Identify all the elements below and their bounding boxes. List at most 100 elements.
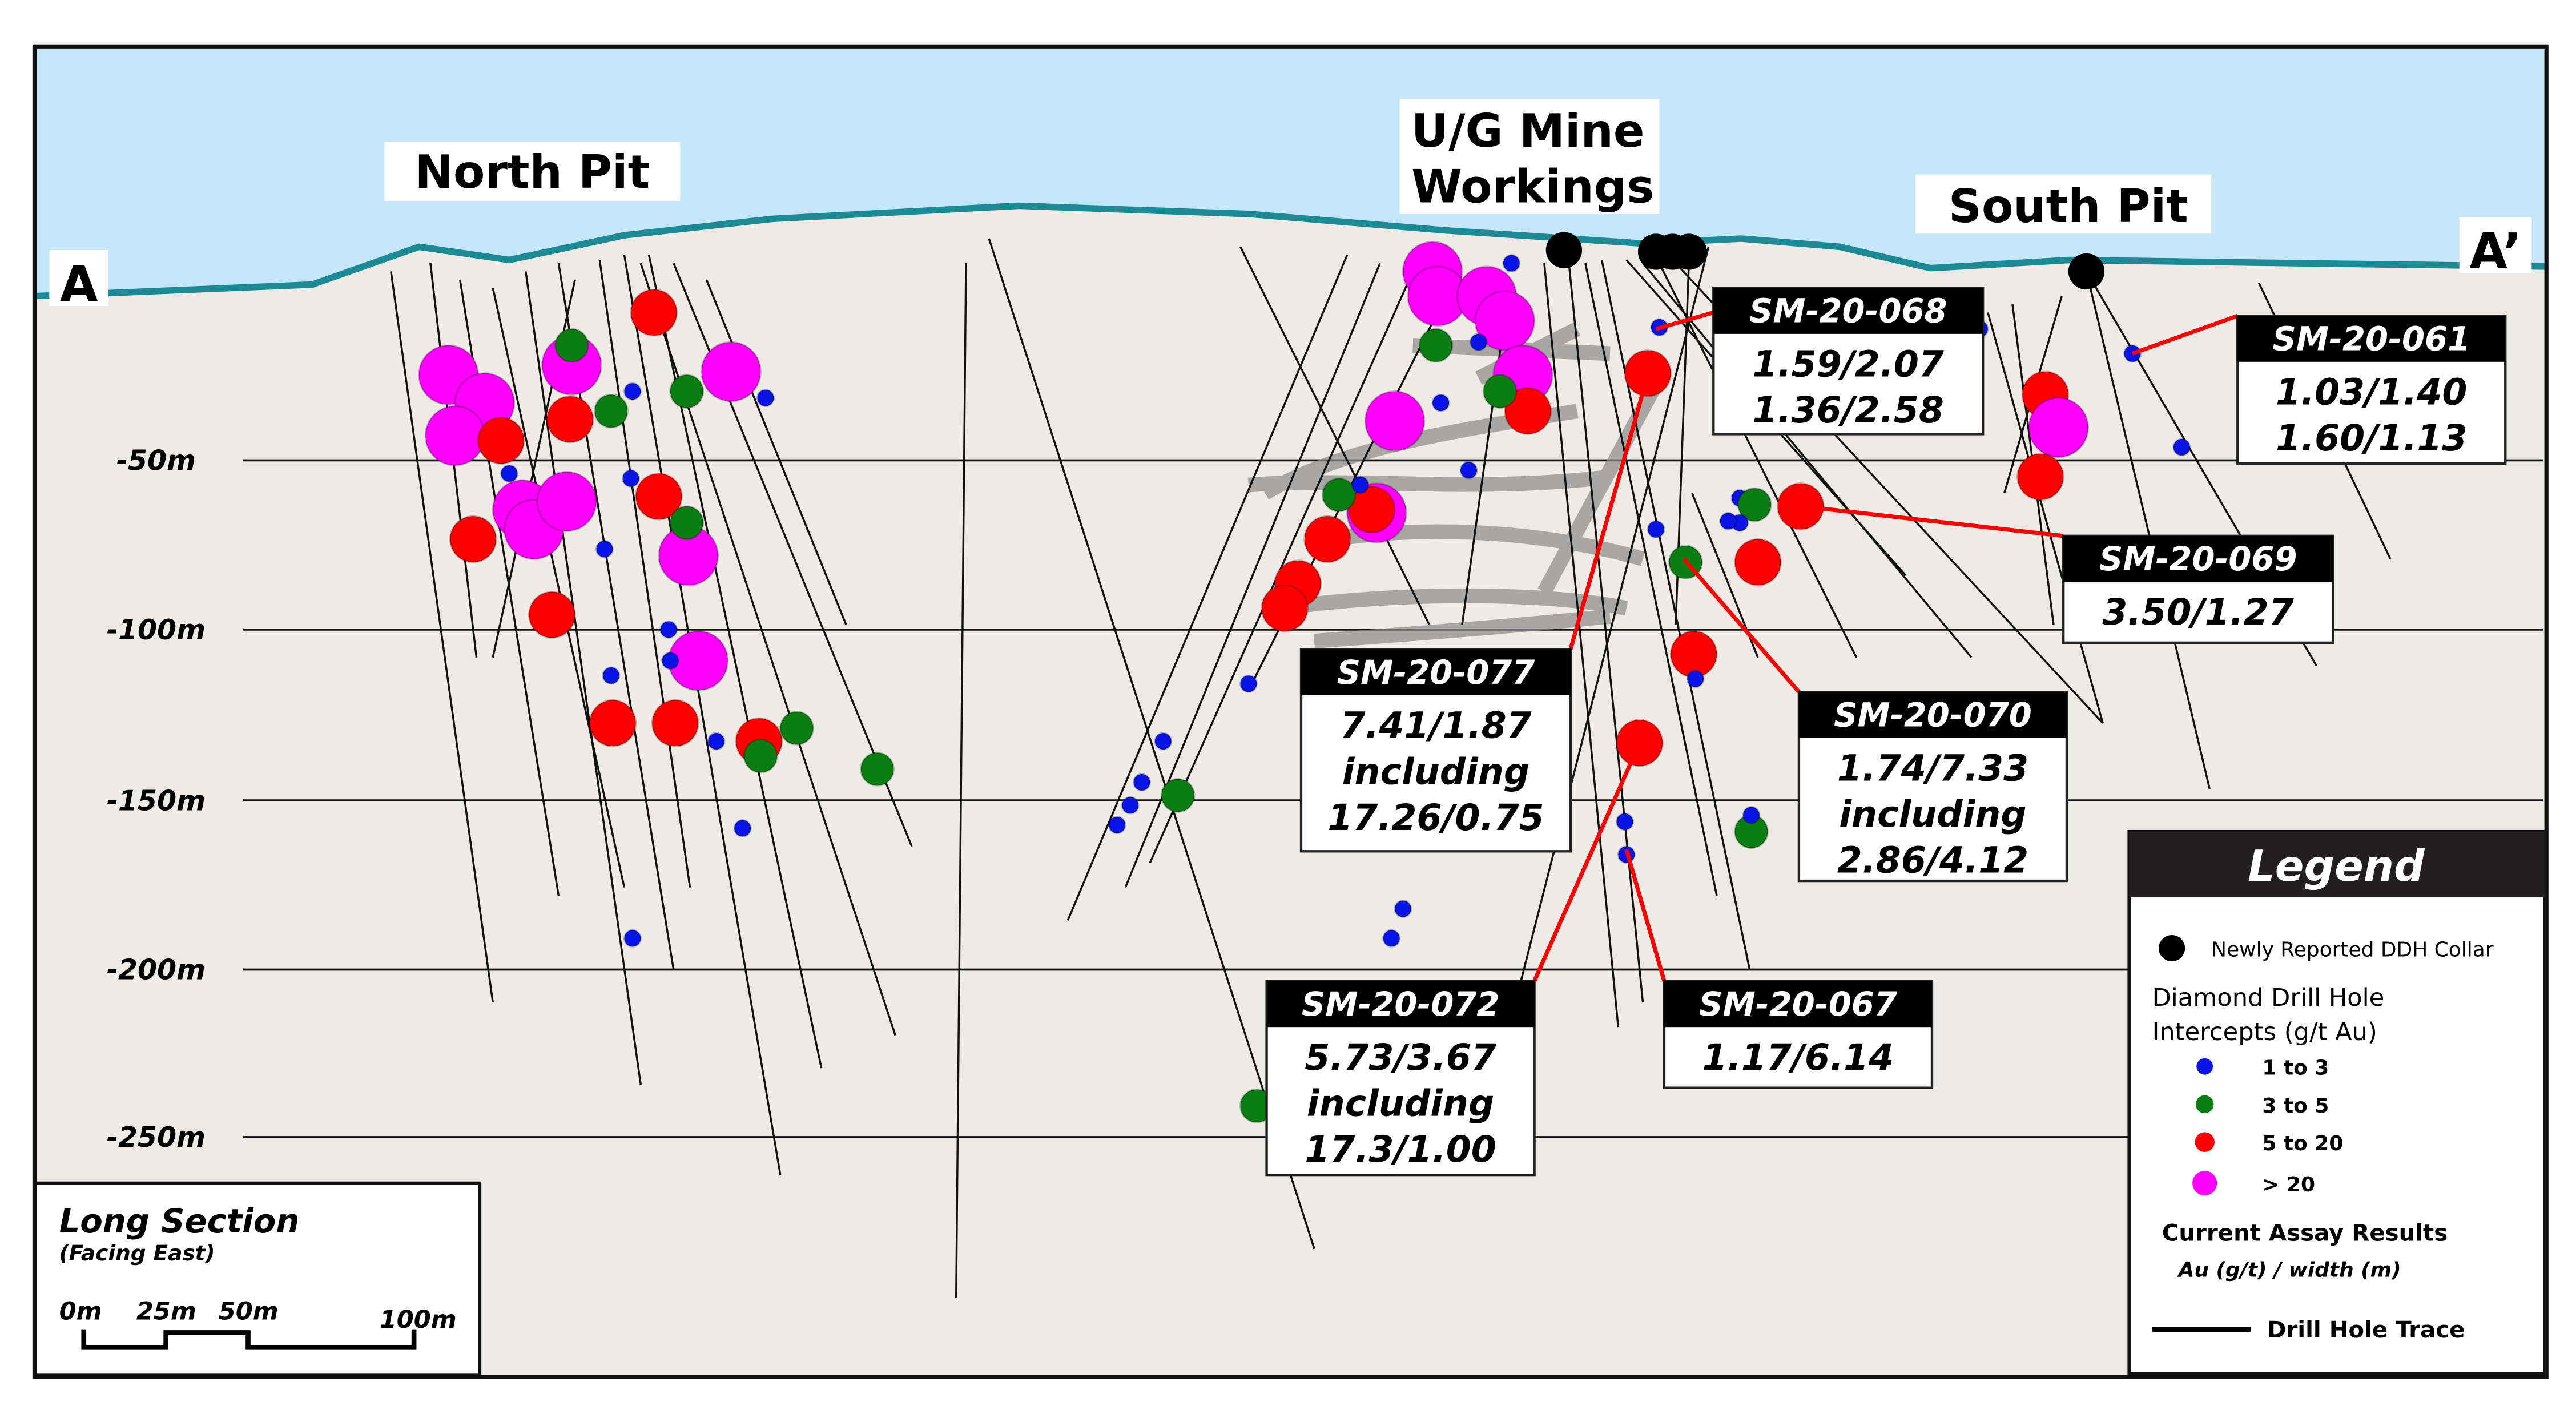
intercept-1-3 — [623, 929, 642, 948]
callout-value: including — [1839, 793, 2026, 835]
callouts: SM-20-0681.59/2.071.36/2.58SM-20-0611.03… — [1265, 287, 2507, 1177]
grade-1-3-icon — [2196, 1058, 2213, 1075]
legend-intercepts-line2: Intercepts (g/t Au) — [2152, 1018, 2377, 1046]
intercept-5-20 — [1734, 538, 1782, 586]
intercept-3-5 — [1482, 374, 1518, 409]
callout-hole-id: SM-20-072 — [1302, 985, 1500, 1024]
intercept-1-3 — [1686, 670, 1705, 688]
intercept-1-3 — [500, 464, 518, 483]
grade-5-20-icon — [2195, 1132, 2215, 1152]
north-pit-label: North Pit — [384, 142, 681, 201]
grade-gt20-icon — [2192, 1170, 2217, 1196]
intercept-1-3 — [707, 732, 726, 751]
intercept-5-20 — [651, 699, 699, 747]
intercept-5-20 — [477, 417, 525, 465]
section-end-label: A’ — [2469, 223, 2522, 280]
drill-hole-trace — [1584, 263, 1718, 896]
collar-marker — [1671, 233, 1707, 270]
intercept-1-3 — [1647, 520, 1665, 539]
drill-hole-trace — [390, 271, 494, 1003]
scale-label-0: 0m — [59, 1297, 102, 1326]
intercept-gt20 — [536, 471, 597, 532]
callout-value: including — [1342, 750, 1530, 792]
scale-label-50: 50m — [219, 1297, 279, 1326]
callout-hole-id: SM-20-067 — [1699, 985, 1897, 1024]
callout-value: 1.59/2.07 — [1753, 343, 1944, 385]
intercept-5-20 — [1624, 349, 1672, 397]
grade-3-5-icon — [2195, 1095, 2214, 1114]
legend-assay-title: Current Assay Results — [2162, 1220, 2448, 1246]
intercept-1-3 — [1382, 929, 1401, 948]
leader-line — [1682, 557, 1801, 694]
callout-value: 17.26/0.75 — [1327, 796, 1544, 839]
drill-hole-trace — [1149, 271, 1414, 864]
depth-label: -50m — [116, 445, 196, 477]
legend-title: Legend — [2248, 841, 2425, 891]
drill-hole-trace — [1568, 263, 1644, 1003]
callout-value: 3.50/1.27 — [2102, 591, 2293, 633]
ug-label-line1: U/G Mine — [1411, 104, 1645, 158]
surface-topography-line — [36, 202, 2547, 300]
ddh-collars — [1545, 232, 2105, 290]
intercept-5-20 — [1303, 515, 1351, 563]
ug-label-line2: Workings — [1411, 160, 1654, 214]
intercept-5-20 — [1616, 719, 1664, 767]
intercept-3-5 — [779, 711, 814, 746]
intercept-1-3 — [1394, 900, 1412, 918]
south-pit-label: South Pit — [1915, 174, 2212, 234]
frame — [32, 44, 2549, 1379]
intercept-1-3 — [622, 469, 640, 488]
intercept-gt20 — [424, 405, 486, 466]
drill-hole-trace — [598, 260, 691, 888]
intercept-5-20 — [1504, 387, 1552, 435]
leader-line — [1655, 311, 1714, 331]
callout-value: 1.60/1.13 — [2276, 417, 2467, 459]
intercept-1-3 — [1431, 393, 1450, 412]
scale-label-25: 25m — [136, 1297, 196, 1326]
section-start-label: A — [60, 256, 98, 313]
depth-label: -200m — [107, 954, 206, 986]
intercept-3-5 — [1737, 487, 1772, 522]
scale-label-100: 100m — [380, 1306, 457, 1334]
legend-collar-label: Newly Reported DDH Collar — [2211, 938, 2494, 961]
north-pit-text: North Pit — [415, 146, 650, 199]
intercept-1-3 — [1108, 816, 1126, 835]
scale-bar — [81, 1329, 417, 1350]
callout-hole-id: SM-20-070 — [1834, 696, 2032, 735]
leader-line — [1568, 374, 1650, 650]
intercept-3-5 — [1160, 778, 1196, 813]
intercept-1-3 — [1154, 732, 1173, 751]
callout-value: including — [1307, 1082, 1494, 1125]
collar-marker — [2068, 253, 2105, 290]
intercept-1-3 — [1351, 476, 1370, 494]
intercept-1-3 — [661, 651, 679, 670]
drill-hole-trace — [1519, 246, 1710, 986]
intercept-5-20 — [635, 473, 683, 521]
intercept-5-20 — [1777, 482, 1825, 530]
callout-value: 1.74/7.33 — [1837, 747, 2028, 789]
intercept-5-20 — [1348, 486, 1396, 534]
intercept-gt20 — [701, 341, 762, 402]
collar-icon — [2159, 935, 2185, 962]
legend-intercepts-line1: Diamond Drill Hole — [2152, 984, 2385, 1012]
intercept-3-5 — [669, 374, 705, 409]
intercept-1-3 — [659, 621, 678, 639]
depth-label: -100m — [107, 614, 206, 646]
leader-line — [2131, 313, 2239, 356]
collar-marker — [1545, 232, 1583, 268]
intercept-5-20 — [630, 288, 678, 337]
south-pit-text: South Pit — [1949, 180, 2188, 233]
intercept-1-3 — [1459, 461, 1478, 480]
legend-grade-4: > 20 — [2262, 1173, 2315, 1196]
drill-hole-trace — [705, 279, 847, 625]
intercept-1-3 — [602, 666, 621, 685]
intercept-1-3 — [1133, 773, 1151, 792]
intercept-1-3 — [1502, 254, 1521, 272]
drill-hole-trace — [988, 238, 1315, 1250]
intercept-gt20 — [1474, 290, 1536, 352]
callout-value: 1.36/2.58 — [1753, 389, 1944, 431]
